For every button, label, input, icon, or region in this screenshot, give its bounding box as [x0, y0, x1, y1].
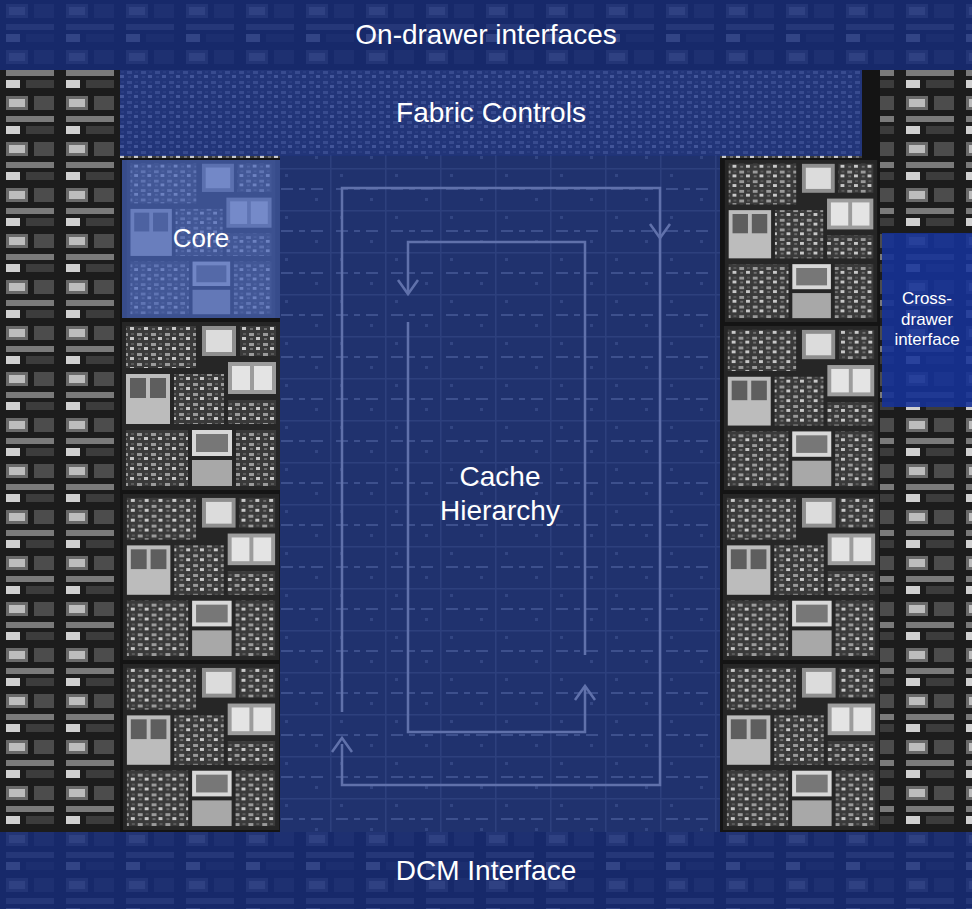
- interface-band: DCM Interface: [0, 832, 972, 909]
- interface-band: On-drawer interfaces: [0, 0, 972, 70]
- region-label: DCM Interface: [396, 854, 577, 888]
- region-label: Core: [173, 223, 229, 254]
- core-region: Core: [122, 160, 280, 318]
- region-label: On-drawer interfaces: [355, 18, 616, 52]
- interface-region: Cross-drawer interface: [882, 233, 972, 407]
- control-region: Fabric Controls: [120, 70, 862, 156]
- region-label: Cross-drawer interface: [885, 289, 969, 350]
- region-label: Cache Hierarchy: [415, 460, 585, 527]
- region-label: Fabric Controls: [396, 96, 586, 130]
- cache-region: Cache Hierarchy: [280, 156, 720, 832]
